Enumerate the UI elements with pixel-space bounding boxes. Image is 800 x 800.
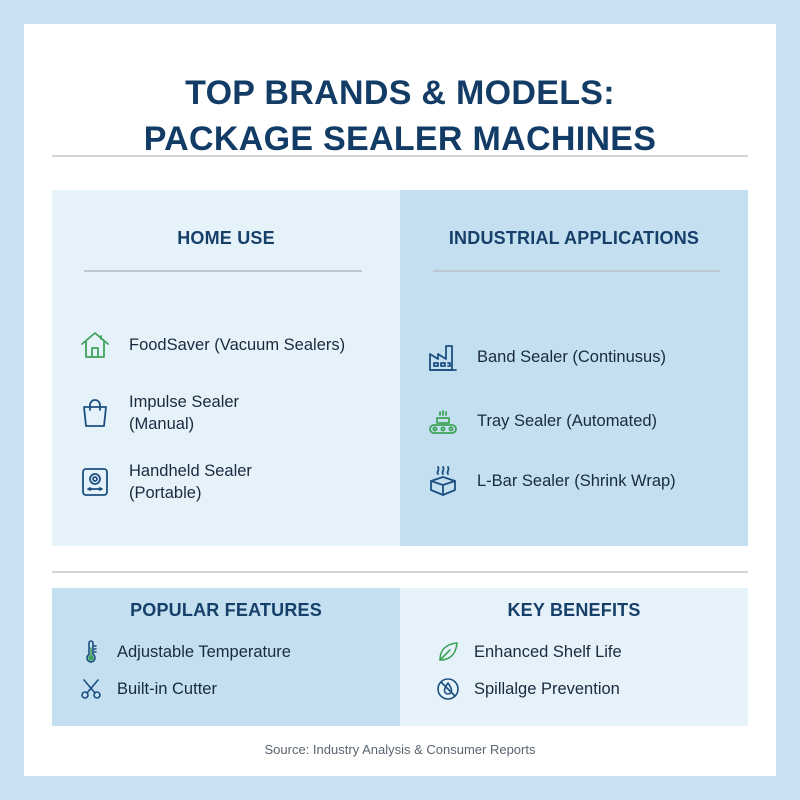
no-drop-icon: [436, 677, 460, 701]
source-note: Source: Industry Analysis & Consumer Rep…: [264, 742, 536, 757]
leaf-icon: [436, 640, 460, 664]
title-line-1: TOP BRANDS & MODELS:: [185, 74, 615, 112]
benefits-heading: KEY BENEFITS: [507, 600, 641, 620]
home-use-panel: HOME USE FoodSaver (Vacuum Sealers): [52, 190, 400, 546]
section-divider: [52, 571, 748, 573]
feature-item-label: Built-in Cutter: [117, 680, 217, 698]
industrial-item-label: Band Sealer (Continusus): [477, 348, 666, 366]
title-line-2: PACKAGE SEALER MACHINES: [143, 120, 657, 158]
home-item-foodsaver: FoodSaver (Vacuum Sealers): [79, 329, 345, 361]
title-divider: [52, 155, 748, 157]
benefit-item-spillage: Spillalge Prevention: [436, 677, 620, 701]
feature-item-label: Adjustable Temperature: [117, 643, 291, 661]
feature-item-cutter: Built-in Cutter: [79, 677, 217, 701]
home-use-divider: [84, 270, 362, 272]
benefit-item-label: Enhanced Shelf Life: [474, 643, 622, 661]
handheld-sealer-icon: [79, 466, 111, 498]
features-panel: POPULAR FEATURES Adjustable Temperature: [52, 588, 400, 726]
factory-icon: [427, 341, 459, 373]
shopping-bag-icon: [79, 397, 111, 429]
infographic-card: TOP BRANDS & MODELS: PACKAGE SEALER MACH…: [24, 24, 776, 776]
benefits-panel: KEY BENEFITS Enhanced Shelf Life Spillal…: [400, 588, 748, 726]
page-title: TOP BRANDS & MODELS: PACKAGE SEALER MACH…: [24, 70, 776, 162]
benefit-item-shelf-life: Enhanced Shelf Life: [436, 640, 622, 664]
home-item-label: Handheld Sealer (Portable): [129, 462, 252, 502]
industrial-item-band-sealer: Band Sealer (Continusus): [427, 341, 666, 373]
industrial-item-l-bar-sealer: L-Bar Sealer (Shrink Wrap): [427, 465, 676, 497]
heated-box-icon: [427, 465, 459, 497]
features-heading: POPULAR FEATURES: [130, 600, 322, 620]
scissors-icon: [79, 677, 103, 701]
industrial-divider: [433, 270, 720, 272]
home-item-impulse-sealer: Impulse Sealer (Manual): [79, 391, 239, 435]
home-use-heading: HOME USE: [177, 228, 275, 248]
home-item-label: FoodSaver (Vacuum Sealers): [129, 336, 346, 354]
home-item-handheld-sealer: Handheld Sealer (Portable): [79, 460, 252, 504]
feature-item-temperature: Adjustable Temperature: [79, 640, 291, 664]
house-icon: [79, 329, 111, 361]
industrial-item-label: Tray Sealer (Automated): [477, 412, 658, 430]
benefit-item-label: Spillalge Prevention: [474, 680, 620, 698]
industrial-item-label: L-Bar Sealer (Shrink Wrap): [477, 472, 676, 490]
industrial-item-tray-sealer: Tray Sealer (Automated): [427, 405, 657, 437]
home-item-label: Impulse Sealer (Manual): [129, 393, 240, 433]
conveyor-icon: [427, 405, 459, 437]
industrial-panel: INDUSTRIAL APPLICATIONS Band Sealer (Con…: [400, 190, 748, 546]
industrial-heading: INDUSTRIAL APPLICATIONS: [448, 228, 700, 248]
thermometer-icon: [79, 640, 103, 664]
